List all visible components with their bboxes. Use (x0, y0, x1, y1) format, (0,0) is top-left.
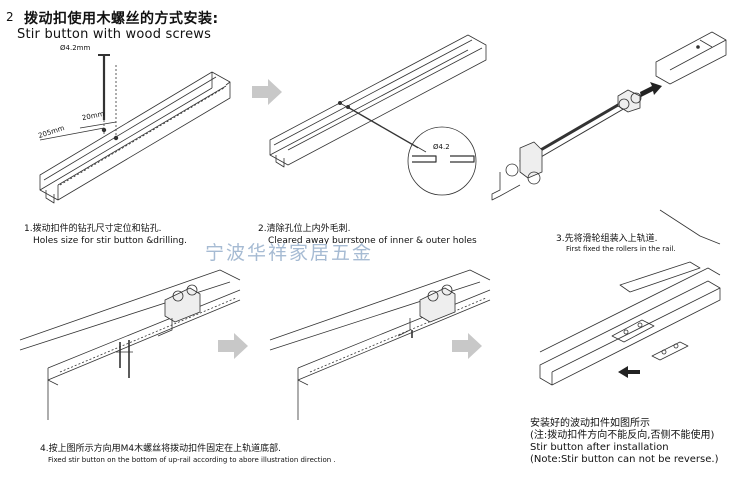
step-arrow-1 (252, 79, 282, 105)
step-5-en: Stir button after installation (530, 442, 669, 453)
insert-arrow (640, 82, 662, 97)
section-title-zh: 拨动扣使用木螺丝的方式安装: (24, 11, 219, 27)
step-5-en-note: (Note:Stir button can not be reverse.) (530, 454, 719, 465)
rail-panel-4a (19, 269, 241, 420)
step-1-en: Holes size for stir button &drilling. (33, 236, 187, 246)
step-4-zh: 4.按上图所示方向用M4木螺丝将拨动扣件固定在上轨道底部. (40, 444, 281, 454)
step-3-zh: 3.先将滑轮组装入上轨道. (556, 234, 658, 244)
step-number: 2 (6, 10, 14, 24)
step-arrow-3 (452, 333, 482, 359)
step-5-zh: 安装好的波动扣件如图所示 (530, 418, 650, 429)
step-3-en: First fixed the rollers in the rail. (566, 245, 676, 253)
roller-panel-3 (491, 31, 727, 201)
rail-panel-5 (539, 209, 721, 386)
watermark: 宁波华祥家居五金 (205, 242, 374, 264)
hole-diameter-label: Ø4.2 (433, 143, 450, 151)
step-1-zh: 1.拨动扣件的钻孔尺寸定位和钻孔. (24, 224, 162, 234)
step-5-zh-note: (注:拨动扣件方向不能反向,否侧不能使用) (530, 430, 715, 441)
step-2-en: Cleared away burrstone of inner & outer … (268, 236, 477, 246)
rail-panel-2 (269, 34, 487, 196)
rail-panel-4b (269, 269, 491, 420)
step-2-zh: 2.清除孔位上内外毛刺. (258, 224, 351, 234)
direction-arrow (618, 366, 640, 378)
screw-diameter-label: Ø4.2mm (60, 44, 91, 52)
step-arrow-2 (218, 333, 248, 359)
rail-panel-1 (39, 54, 231, 204)
step-4-en: Fixed stir button on the bottom of up-ra… (48, 456, 336, 464)
section-title-en: Stir button with wood screws (17, 27, 212, 42)
